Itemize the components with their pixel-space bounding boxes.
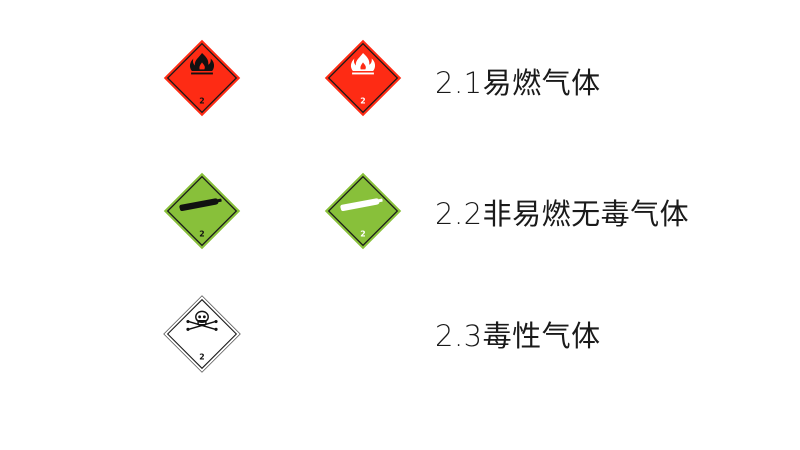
flammable-gas-sign-black: 2 (163, 39, 241, 117)
class-number: 2 (360, 97, 365, 106)
gas-cylinder-icon (179, 198, 222, 212)
nonflammable-gas-sign-black: 2 (163, 172, 241, 250)
label-flammable-gas: 2.1易燃气体 (435, 66, 601, 100)
flame-icon (189, 53, 215, 75)
flame-icon (350, 53, 376, 75)
class-number: 2 (199, 353, 204, 362)
class-number: 2 (199, 230, 204, 239)
label-nonflammable-nontoxic-gas: 2.2非易燃无毒气体 (435, 197, 690, 231)
flammable-gas-sign-white: 2 (324, 39, 402, 117)
nonflammable-gas-sign-white: 2 (324, 172, 402, 250)
label-toxic-gas: 2.3毒性气体 (435, 319, 601, 353)
gas-cylinder-icon (340, 198, 383, 212)
class-number: 2 (360, 230, 365, 239)
skull-crossbones-icon (186, 310, 218, 331)
toxic-gas-sign: 2 (163, 295, 241, 373)
class-number: 2 (199, 97, 204, 106)
